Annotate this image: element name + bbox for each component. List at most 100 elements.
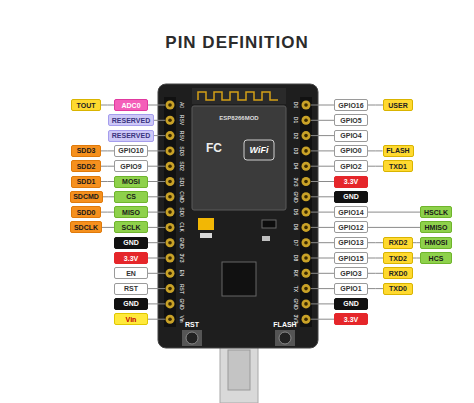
pin-label-box: RXD2 <box>383 237 413 249</box>
usb-port <box>228 350 250 390</box>
pin-label-text: HSCLK <box>424 209 448 216</box>
pin-pair <box>166 192 311 201</box>
pin-hole <box>168 103 172 107</box>
silkscreen-pin-name: D2 <box>293 132 298 138</box>
pin-hole <box>168 134 172 138</box>
pin-hole <box>304 272 308 276</box>
pin-label-text: SDD2 <box>77 163 96 170</box>
pin-label-box: MOSI <box>114 176 148 188</box>
pin-label-box: GPIO9 <box>114 160 148 172</box>
pin-label-box: TXD0 <box>383 283 413 295</box>
pin-connector <box>413 258 420 259</box>
rst-button-body <box>182 330 202 346</box>
pin-label-box: GPIO13 <box>334 237 368 249</box>
leader-line <box>311 196 334 197</box>
pin-label-box: FLASH <box>383 145 414 157</box>
pin-label-box: SDD1 <box>71 176 101 188</box>
silkscreen-pin-name: A0 <box>179 102 184 108</box>
pin-pair <box>166 223 311 232</box>
pin-pad <box>302 177 311 186</box>
silkscreen-pin-name: GND <box>293 298 298 309</box>
pin-label-box: MISO <box>114 206 148 218</box>
pin-connector <box>368 273 383 274</box>
button-label: FLASH <box>273 321 296 328</box>
pin-label-box: GPIO3 <box>334 267 368 279</box>
pin-pad <box>166 116 175 125</box>
pin-hole <box>168 241 172 245</box>
pin-pair <box>166 269 311 278</box>
pin-label-box: RXD0 <box>383 267 413 279</box>
silkscreen-pin-name: D7 <box>293 239 298 245</box>
pin-pad <box>302 116 311 125</box>
silkscreen-pin-name: SD2 <box>179 161 184 171</box>
pin-label-text: TXD0 <box>389 285 407 292</box>
pin-hole <box>304 164 308 168</box>
pin-connector <box>101 166 114 167</box>
pin-label-box: SDD3 <box>71 145 101 157</box>
pin-header-left <box>164 97 176 327</box>
pin-label-text: SDCLK <box>74 224 98 231</box>
pin-hole <box>304 119 308 123</box>
pin-label-box: GPIO15 <box>334 252 368 264</box>
pin-label-text: TOUT <box>77 102 96 109</box>
pin-hole <box>168 119 172 123</box>
pin-pair <box>166 162 311 171</box>
leader-line <box>311 150 334 151</box>
pin-pair <box>166 299 311 308</box>
pin-hole <box>168 180 172 184</box>
leader-line <box>311 288 334 289</box>
pin-label-text: GND <box>343 300 359 307</box>
pin-label-text: GPIO15 <box>338 255 363 262</box>
pin-connector <box>368 288 383 289</box>
pin-label-box: GPIO12 <box>334 221 368 233</box>
pin-label-text: RESERVED <box>112 132 150 139</box>
pin-pair <box>166 238 311 247</box>
pin-label-text: TXD1 <box>389 163 407 170</box>
pin-pad <box>166 208 175 217</box>
leader-line <box>311 212 334 213</box>
pin-connector <box>368 212 420 213</box>
pin-pad <box>166 146 175 155</box>
pin-pad <box>166 315 175 324</box>
pin-label-text: GND <box>343 193 359 200</box>
pin-label-box: GPIO1 <box>334 283 368 295</box>
leader-line <box>148 273 165 274</box>
pin-label-box: EN <box>114 267 148 279</box>
silkscreen-pin-name: D4 <box>293 163 298 169</box>
leader-line <box>154 135 165 136</box>
silkscreen-pin-name: GND <box>293 191 298 202</box>
pin-label-box: SCLK <box>114 221 148 233</box>
pin-label-text: SCLK <box>121 224 140 231</box>
smd-part <box>200 233 212 238</box>
silkscreen-pin-name: CLK <box>179 223 184 233</box>
pin-label-box: GPIO2 <box>334 160 368 172</box>
pin-label-text: MISO <box>122 209 140 216</box>
pin-pad <box>302 238 311 247</box>
pin-pad <box>302 101 311 110</box>
silkscreen-pin-name: SD3 <box>179 146 184 156</box>
pin-pair <box>166 177 311 186</box>
pin-hole <box>168 256 172 260</box>
pin-hole <box>168 195 172 199</box>
pin-hole <box>304 226 308 230</box>
leader-line <box>148 303 165 304</box>
pin-pad <box>166 162 175 171</box>
pin-label-text: MOSI <box>122 178 140 185</box>
leader-line <box>311 105 334 106</box>
pin-label-text: SDD3 <box>77 147 96 154</box>
pin-label-text: SDD0 <box>77 209 96 216</box>
pin-pair <box>166 208 311 217</box>
pin-label-box: GPIO4 <box>334 130 368 142</box>
pin-label-text: SDCMD <box>73 193 99 200</box>
pin-pad <box>302 299 311 308</box>
pin-connector <box>102 227 114 228</box>
leader-line <box>148 105 165 106</box>
pin-hole <box>168 317 172 321</box>
pin-label-text: RXD2 <box>389 239 408 246</box>
pin-pad <box>302 284 311 293</box>
antenna-trace <box>198 92 278 100</box>
pin-pad <box>302 315 311 324</box>
pin-label-box: ADC0 <box>114 99 148 111</box>
pin-label-box: USER <box>383 99 413 111</box>
pin-label-text: GPIO1 <box>340 285 361 292</box>
